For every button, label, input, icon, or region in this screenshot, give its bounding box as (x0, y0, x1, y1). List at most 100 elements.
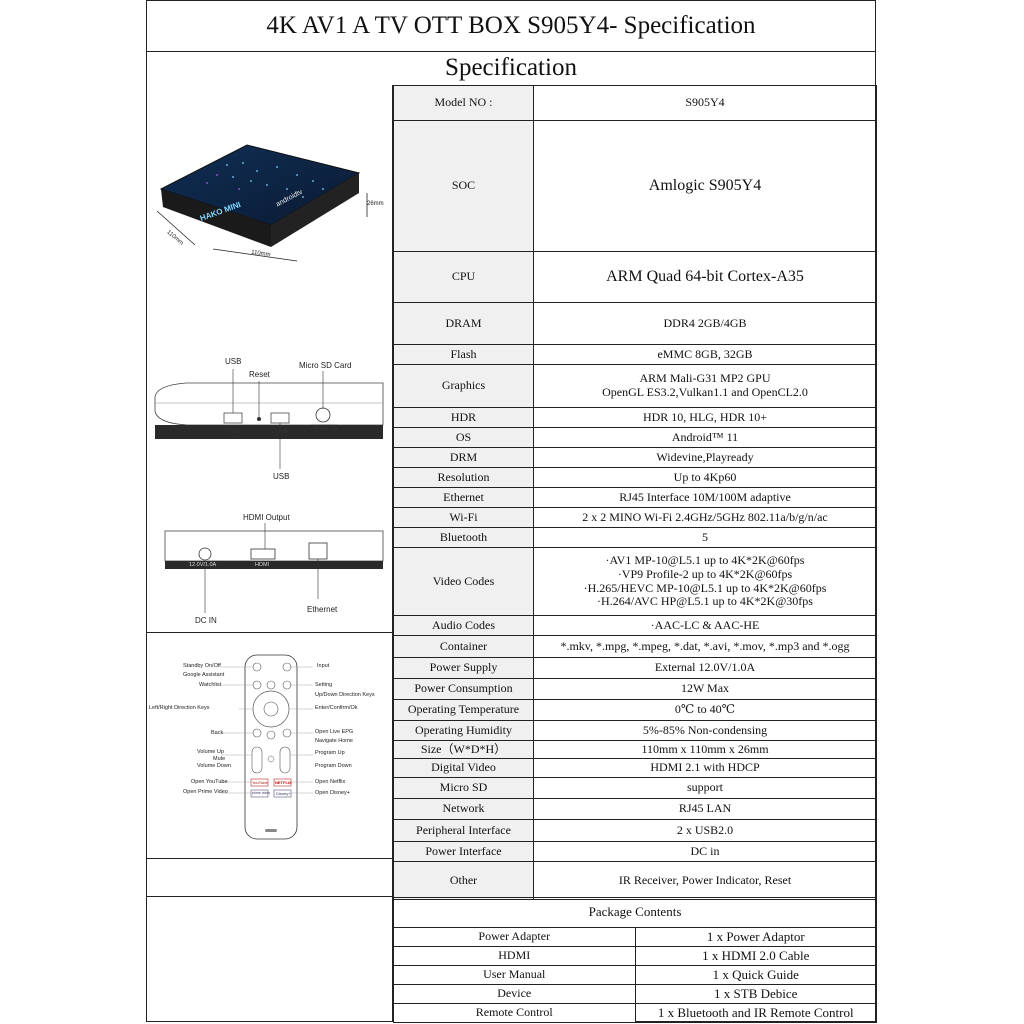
spec-value: 110mm x 110mm x 26mm (533, 740, 877, 759)
spec-key: Model NO : (393, 85, 534, 121)
hdmi-output-label: HDMI Output (243, 513, 290, 522)
remote-open-disney-label: Open Disney+ (315, 790, 351, 796)
spec-key: Digital Video (393, 758, 534, 778)
remote-youtube-button: YouTube (252, 780, 268, 785)
remote-ud-keys-label: Up/Down Direction Keys (315, 692, 375, 698)
panel-blank-other (147, 859, 393, 897)
spec-value: Widevine,Playready (533, 447, 877, 468)
remote-setting-label: Setting (315, 682, 333, 688)
remote-volume-down-label: Volume Down (197, 763, 231, 769)
spec-key: Power Interface (393, 841, 534, 862)
tv-box-image (156, 144, 368, 262)
spec-value: *.mkv, *.mpg, *.mpeg, *.dat, *.avi, *.mo… (533, 635, 877, 658)
spec-key: Network (393, 798, 534, 820)
spec-value: ARM Quad 64-bit Cortex-A35 (533, 251, 877, 303)
spec-value: HDMI 2.1 with HDCP (533, 758, 877, 778)
remote-illustration (221, 654, 313, 840)
remote-open-youtube-label: Open YouTube (191, 779, 228, 785)
port-dc-label: 12.0V/1.0A (189, 562, 217, 568)
spec-value: 2 x USB2.0 (533, 819, 877, 842)
usb-bottom-label: USB (273, 472, 290, 481)
package-key: User Manual (393, 965, 636, 985)
spec-value: 5%-85% Non-condensing (533, 720, 877, 741)
dc-in-label: DC IN (195, 616, 217, 625)
usb-top-label: USB (225, 357, 242, 366)
package-heading: Package Contents (393, 897, 877, 928)
spec-key: DRM (393, 447, 534, 468)
reset-label: Reset (249, 370, 270, 379)
package-value: 1 x HDMI 2.0 Cable (634, 946, 877, 966)
table-row: Video Codes·AV1 MP-10@L5.1 up to 4K*2K@6… (393, 547, 877, 616)
spec-value: eMMC 8GB, 32GB (533, 344, 877, 365)
spec-key: Audio Codes (393, 615, 534, 636)
spec-value: Amlogic S905Y4 (533, 120, 877, 252)
spec-key: Micro SD (393, 777, 534, 799)
spec-key: Ethernet (393, 487, 534, 508)
spec-key: CPU (393, 251, 534, 303)
spec-key: Other (393, 861, 534, 900)
spec-key: Operating Humidity (393, 720, 534, 741)
remote-program-up-label: Program Up (315, 750, 345, 756)
spec-value: 5 (533, 527, 877, 548)
side-panel-image (154, 369, 384, 469)
value-line: OpenGL ES3.2,Vulkan1.1 and OpenCL2.0 (602, 385, 808, 399)
ethernet-label: Ethernet (307, 605, 338, 614)
spec-value: 12W Max (533, 678, 877, 700)
spec-key: Size（W*D*H） (393, 740, 534, 759)
remote-watchlist-label: Watchlist (199, 682, 222, 688)
spec-key: OS (393, 427, 534, 448)
spec-value: 0℃ to 40℃ (533, 699, 877, 721)
spec-key: Graphics (393, 364, 534, 408)
port-hdmi-label: HDMI (255, 562, 270, 568)
package-key: HDMI (393, 946, 636, 966)
remote-google-assistant-label: Google Assistant (183, 672, 225, 678)
spec-value: DDR4 2GB/4GB (533, 302, 877, 345)
value-line: ·H.265/HEVC MP-10@L5.1 up to 4K*2K@60fps (583, 580, 827, 595)
spec-value: RJ45 Interface 10M/100M adaptive (533, 487, 877, 508)
remote-back-label: Back (211, 730, 224, 736)
table-row: Audio Codes·AAC-LC & AAC-HE (393, 615, 877, 636)
remote-prime-button: prime video (252, 791, 271, 795)
port-sd-label: Micro SD (315, 426, 338, 432)
remote-mute-label: Mute (213, 756, 226, 762)
spec-value: support (533, 777, 877, 799)
spec-value: IR Receiver, Power Indicator, Reset (533, 861, 877, 900)
package-value: 1 x Quick Guide (634, 965, 877, 985)
spec-key: Operating Temperature (393, 699, 534, 721)
remote-open-epg-label: Open Live EPG (315, 729, 354, 735)
remote-netflix-button: NETFLIX (275, 780, 292, 785)
value-line: ·AV1 MP-10@L5.1 up to 4K*2K@60fps (605, 552, 805, 567)
panel-blank-package (147, 897, 393, 1021)
remote-open-netflix-label: Open Netflix (315, 779, 346, 785)
page-title: 4K AV1 A TV OTT BOX S905Y4- Specificatio… (147, 1, 875, 52)
remote-input-label: Input (317, 663, 330, 669)
spec-key: DRAM (393, 302, 534, 345)
spec-sheet: 4K AV1 A TV OTT BOX S905Y4- Specificatio… (146, 0, 877, 1023)
micro-sd-card-label: Micro SD Card (299, 361, 352, 370)
spec-key: Peripheral Interface (393, 819, 534, 842)
package-key: Device (393, 984, 636, 1004)
remote-enter-label: Enter/Confirm/Ok (315, 705, 358, 711)
remote-disney-button: Disney+ (276, 791, 291, 796)
package-value: 1 x Bluetooth and IR Remote Control (634, 1003, 877, 1023)
spec-value: Android™ 11 (533, 427, 877, 448)
